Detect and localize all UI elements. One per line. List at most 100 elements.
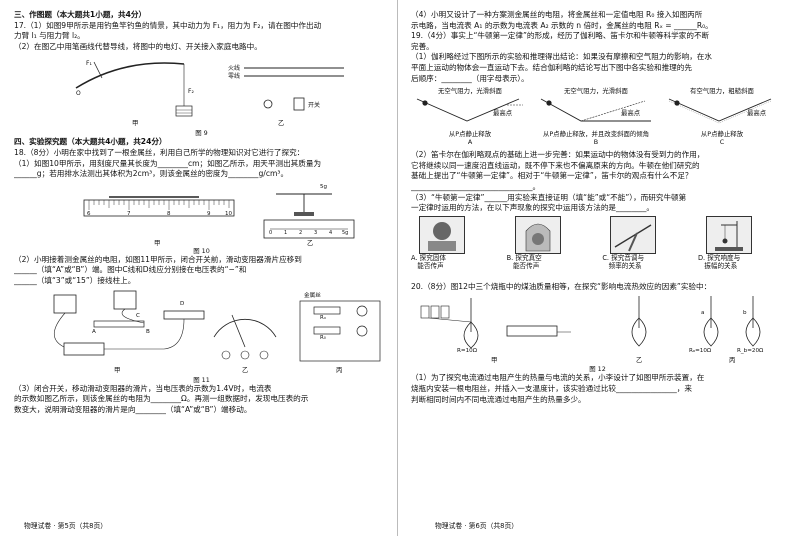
- option-d: D. 探究响度与 振幅的关系: [698, 215, 778, 282]
- slope-b-drawing: [540, 98, 651, 122]
- figure-11: A B C D 金属丝 Rₓ R₀ 甲 乙 丙: [14, 287, 389, 375]
- q17-line-3: （2）在图乙中用笔画线代替导线，将图中的电灯、开关接入家庭电路中。: [14, 41, 262, 51]
- option-c-label: C. 探究音调与 频率的关系: [602, 254, 682, 270]
- q18-2-line-2: ______（填“A”或“B”）端。图中C线和D线应分别接在电压表的“−”和: [14, 265, 247, 275]
- q20-1-line-2: 烧瓶内安装一根电阻丝，并插入一支温度计，该实验通过比较_____________…: [411, 383, 692, 393]
- slope-c-bottom: 从P点静止释放: [700, 130, 744, 139]
- fig11-bing-label: 丙: [336, 365, 343, 374]
- option-d-text-2: 振幅的关系: [704, 261, 738, 270]
- option-b: B. 探究真空 能否传声: [506, 215, 587, 282]
- q19-3-line-1: （3）“牛顿第一定律”______用实验来直接证明（填“能”或“不能”），而研究…: [411, 192, 687, 202]
- slope-a-letter: A: [467, 138, 473, 147]
- slope-b-top: 无空气阻力，光滑斜面: [564, 87, 628, 96]
- fig11-A-label: A: [92, 328, 96, 335]
- fig11-yi-label: 乙: [242, 365, 249, 374]
- fig11-jia-label: 甲: [114, 365, 121, 374]
- fig12-r1-label: R=10Ω: [457, 348, 477, 355]
- fig10-ruler-num-6: 6: [87, 210, 91, 217]
- fig10-scale-3: 3: [314, 229, 318, 236]
- fig11-B-label: B: [146, 328, 150, 335]
- fig12-rb-label: R_b=20Ω: [737, 348, 764, 355]
- fig10-weight-label: 5g: [320, 183, 327, 190]
- q19-3-line-2: 一定律时运用的方法，在以下声现象的探究中运用该方法的是________。: [411, 203, 654, 213]
- q18-4-line-2: 示电路，当电流表 A₁ 的示数为电流表 A₂ 示数的 n 倍时，金属丝的电阻 R…: [411, 20, 713, 30]
- fig11-jinshusi-label: 金属丝: [304, 292, 321, 299]
- option-d-label: D. 探究响度与 振幅的关系: [698, 254, 778, 270]
- fig12-bing-label: 丙: [729, 356, 736, 365]
- slope-a-point: 最高点: [493, 109, 513, 118]
- page-6-footer: 物理试卷 · 第6页（共8页）: [435, 522, 519, 530]
- fig9-huoxian-label: 火线: [228, 65, 241, 73]
- fig9-switch-label: 开关: [308, 102, 321, 110]
- figure-9: F₁ O F₂ 火线 零线 开关 甲 乙: [14, 52, 389, 128]
- option-b-letter: B.: [506, 253, 514, 262]
- figure-10: 6 7 8 9 10 5g 0 1 2 3 4 5g 甲 乙: [14, 180, 389, 247]
- slope-c-letter: C: [719, 138, 725, 147]
- figure-9-caption: 图 9: [195, 129, 208, 138]
- slope-a-drawing: [416, 98, 523, 122]
- q20-1-line-1: （1）为了探究电流通过电阻产生的热量与电流的关系，小李设计了如图甲所示装置，在: [411, 373, 705, 383]
- fig10-scale-5: 5g: [342, 229, 349, 236]
- page-6: （4）小明又设计了一种方案测金属丝的电阻，将金属丝和一定值电阻 R₀ 接入如图丙…: [397, 0, 794, 536]
- slope-c-drawing: [668, 98, 772, 124]
- option-a-letter: A.: [411, 253, 418, 262]
- fig12-a-label: a: [701, 310, 705, 317]
- q17-line-2: 力臂 l₁ 与阻力臂 l₂。: [14, 31, 85, 41]
- q19-2-line-3: 基础上提出了“牛顿第一定律”。相对于“牛顿第一定律”，笛卡尔的观点有什么不足？: [411, 171, 693, 181]
- q20-line-1: 20.（8分）图12中三个烧瓶中的煤油质量相等，在探究“影响电流热效应的因素”实…: [411, 281, 712, 291]
- figure-9-drawing: [75, 62, 344, 117]
- q20-1-line-3: 判断相同时间内不同电流通过电阻产生的热量多少。: [411, 394, 586, 404]
- option-c-letter: C.: [602, 253, 610, 262]
- slope-c-top: 有空气阻力，粗糙斜面: [690, 87, 754, 96]
- q17-line-1: 17.（1）如图9甲所示是用钓鱼竿钓鱼的情景，其中动力为 F₁，阻力为 F₂，请…: [14, 20, 322, 30]
- fig10-yi-label: 乙: [307, 238, 314, 247]
- fig9-yi-label: 乙: [278, 119, 285, 128]
- figure-12-drawing: [420, 296, 761, 349]
- fig9-F1-label: F₁: [86, 60, 92, 68]
- q19-line-1: 19.（4分）事实上“牛顿第一定律”的形成，经历了伽利略、笛卡尔和牛顿等科学家的…: [411, 31, 710, 41]
- q18-4-line-1: （4）小明又设计了一种方案测金属丝的电阻，将金属丝和一定值电阻 R₀ 接入如图丙…: [411, 10, 703, 19]
- fig12-jia-label: 甲: [491, 356, 498, 365]
- fig11-C-label: C: [136, 312, 140, 319]
- page-divider: [397, 0, 398, 536]
- option-a: A. 探究固体 能否传声: [411, 215, 491, 282]
- q18-3-line-1: （3）闭合开关，移动滑动变阻器的滑片，当电压表的示数为1.4V时，电流表: [14, 383, 272, 393]
- fig12-yi-label: 乙: [636, 356, 643, 365]
- fig10-scale-0: 0: [269, 229, 273, 236]
- fig10-scale-4: 4: [329, 229, 333, 236]
- slope-experiments: 无空气阻力，光滑斜面 最高点 从P点静止释放 A 无空气阻力，光滑斜面 最高点 …: [411, 86, 784, 150]
- option-c-text-2: 频率的关系: [608, 261, 642, 270]
- slope-b-bottom: 从P点静止释放，并且改变斜面的倾角: [542, 130, 650, 139]
- figure-11-caption: 图 11: [193, 375, 210, 384]
- figure-10-caption: 图 10: [193, 246, 210, 255]
- option-b-text-1: 探究真空: [515, 253, 542, 262]
- option-a-image: [419, 215, 465, 254]
- fig11-D-label: D: [180, 300, 185, 307]
- fig10-ruler-num-7: 7: [127, 210, 131, 217]
- fig10-scale-2: 2: [299, 229, 303, 236]
- fig9-O-label: O: [76, 90, 81, 98]
- slope-b-letter: B: [593, 138, 599, 147]
- fig9-F2-label: F₂: [188, 88, 194, 96]
- option-a-label: A. 探究固体 能否传声: [411, 254, 491, 270]
- page-5-footer: 物理试卷 · 第5页（共8页）: [24, 522, 108, 530]
- q18-3-line-2: 的示数如图乙所示，则该金属丝的电阻为________Ω。再测一组数据时，发现电压…: [14, 394, 309, 404]
- q19-line-3: （1）伽利略经过下图所示的实验和推理得出结论：如果没有摩擦和空气阻力的影响，在水: [411, 52, 712, 62]
- fig10-scale-1: 1: [284, 229, 288, 236]
- figure-10-drawing: [83, 193, 355, 239]
- q19-2-line-2: 它将继续以同一速度沿直线运动，既不停下来也不偏离原来的方向。牛顿在他们研究的: [411, 160, 700, 170]
- slope-c: 有空气阻力，粗糙斜面 最高点 从P点静止释放 C: [663, 86, 781, 150]
- fig10-ruler-num-9: 9: [207, 210, 211, 217]
- option-c-text-1: 探究音调与: [611, 253, 645, 262]
- section-4-heading: 四、实验探究题（本大题共4小题，共24分）: [14, 137, 167, 147]
- slope-a-top: 无空气阻力，光滑斜面: [438, 87, 502, 96]
- fig12-ra-label: Rₐ=10Ω: [689, 348, 712, 355]
- fig9-lingxian-label: 零线: [228, 73, 241, 81]
- figure-11-drawing: [53, 290, 381, 361]
- q19-line-5: 后顺序：________（用字母表示）。: [411, 73, 529, 83]
- slope-b-point: 最高点: [621, 109, 641, 118]
- option-c-image: [610, 215, 657, 254]
- section-3-heading: 三、作图题（本大题共1小题，共4分）: [14, 10, 147, 19]
- q18-line-3: ______g；若用排水法测出其体积为2cm³，则该金属丝的密度为_______…: [14, 169, 289, 179]
- fig11-Rx-label: Rₓ: [320, 314, 327, 321]
